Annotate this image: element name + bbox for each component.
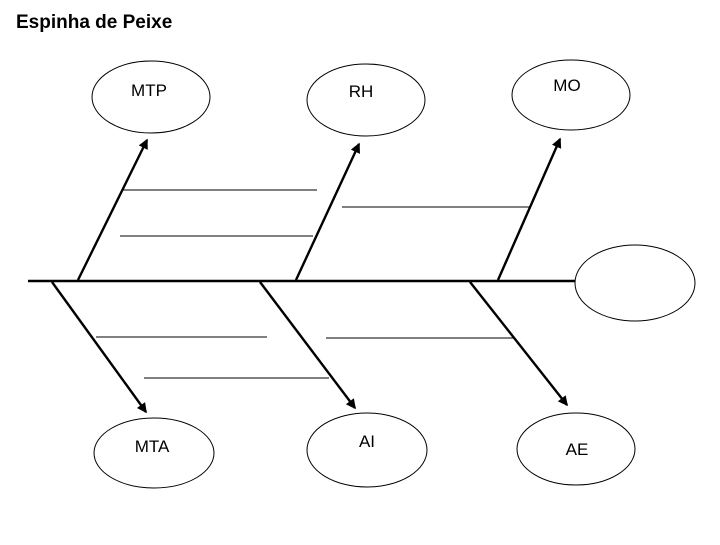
cause-label-ai: AI — [359, 432, 375, 451]
cause-ellipse-mta — [93, 417, 215, 489]
head-ellipse — [574, 244, 696, 322]
cause-ellipse-rh — [306, 63, 426, 137]
cause-label-mta: MTA — [135, 437, 170, 456]
bone-mta — [51, 281, 147, 414]
cause-label-ae: AE — [566, 440, 589, 459]
bone-mo — [496, 137, 562, 281]
bone-rh — [294, 142, 361, 281]
bone-mtp — [76, 138, 149, 281]
page-title: Espinha de Peixe — [16, 12, 172, 33]
cause-ellipse-ai — [306, 412, 428, 488]
cause-label-mtp: MTP — [131, 81, 167, 100]
bone-ae — [469, 281, 568, 407]
cause-ellipse-mo — [511, 59, 631, 131]
cause-label-mo: MO — [553, 76, 580, 95]
cause-ellipse-ae — [516, 412, 636, 486]
cause-label-rh: RH — [349, 82, 374, 101]
cause-ellipse-mtp — [91, 60, 211, 134]
bone-ai — [259, 281, 356, 410]
